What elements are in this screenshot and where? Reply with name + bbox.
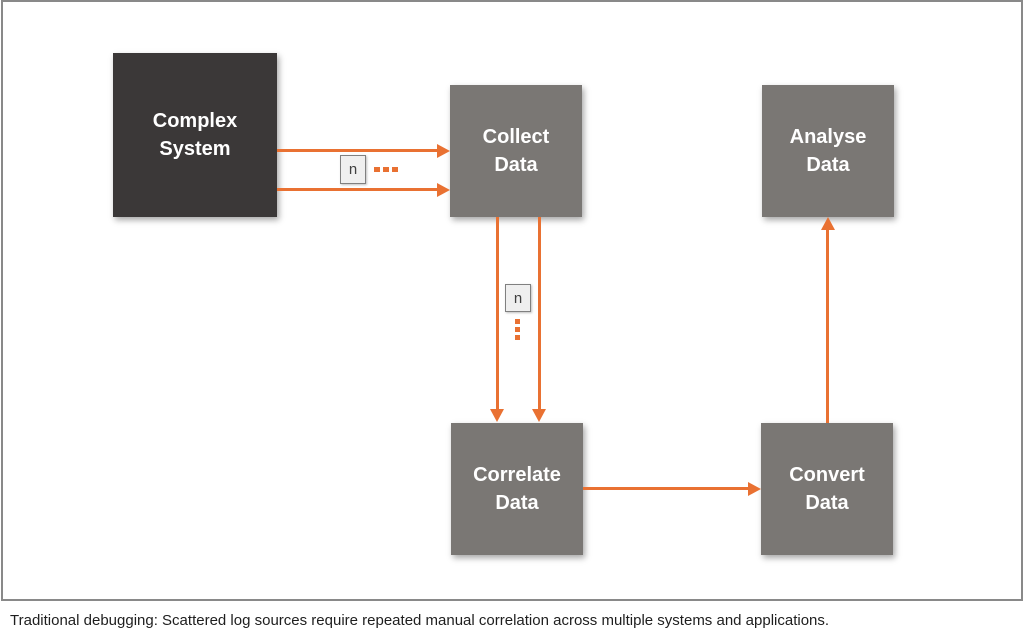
node-analyse-data-label-line1: Analyse bbox=[789, 126, 867, 148]
node-complex-system: Complex System bbox=[113, 53, 277, 217]
node-collect-data-label-line2: Data bbox=[494, 154, 538, 176]
arrow-head-right-icon bbox=[437, 183, 450, 197]
figure-caption: Traditional debugging: Scattered log sou… bbox=[10, 612, 830, 629]
node-analyse-data-label-line2: Data bbox=[806, 154, 850, 176]
node-convert-data: Convert Data bbox=[761, 423, 893, 555]
arrow-line bbox=[538, 217, 541, 409]
node-collect-data: Collect Data bbox=[450, 85, 582, 217]
node-correlate-data: Correlate Data bbox=[451, 423, 583, 555]
ellipsis-dot bbox=[515, 327, 520, 332]
node-correlate-data-label-line2: Data bbox=[495, 492, 539, 514]
arrow-line bbox=[583, 487, 748, 490]
ellipsis-dot bbox=[515, 335, 520, 340]
arrow-head-up-icon bbox=[821, 217, 835, 230]
node-convert-data-label-line2: Data bbox=[805, 492, 849, 514]
ellipsis-vertical-icon bbox=[515, 319, 520, 340]
node-correlate-data-label-line1: Correlate bbox=[473, 464, 561, 486]
ellipsis-dot bbox=[392, 167, 398, 172]
node-analyse-data: Analyse Data bbox=[762, 85, 894, 217]
arrow-line bbox=[277, 188, 437, 191]
ellipsis-dot bbox=[374, 167, 380, 172]
node-collect-data-label-line1: Collect bbox=[482, 126, 550, 148]
arrow-line bbox=[496, 217, 499, 409]
ellipsis-horizontal-icon bbox=[374, 167, 398, 172]
node-convert-data-label-line1: Convert bbox=[789, 464, 865, 486]
ellipsis-dot bbox=[383, 167, 389, 172]
edge-count-label-box: n bbox=[340, 155, 366, 184]
arrow-head-right-icon bbox=[437, 144, 450, 158]
edge-count-label: n bbox=[513, 289, 523, 307]
node-complex-system-label-line1: Complex bbox=[152, 110, 238, 132]
arrow-line bbox=[826, 230, 829, 423]
ellipsis-dot bbox=[515, 319, 520, 324]
arrow-head-down-icon bbox=[490, 409, 504, 422]
edge-count-label: n bbox=[348, 161, 358, 178]
arrow-head-right-icon bbox=[748, 482, 761, 496]
node-complex-system-label-line2: System bbox=[159, 138, 231, 160]
arrow-head-down-icon bbox=[532, 409, 546, 422]
arrow-line bbox=[277, 149, 437, 152]
edge-count-label-box: n bbox=[505, 284, 531, 312]
